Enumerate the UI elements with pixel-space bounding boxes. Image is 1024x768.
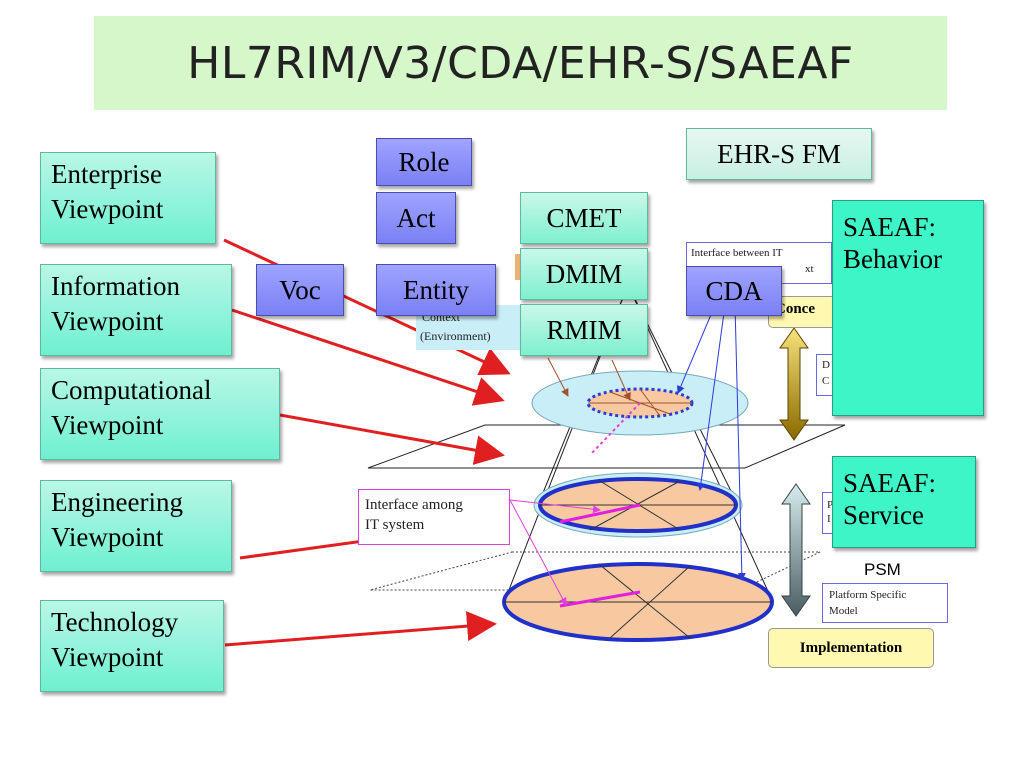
role-box[interactable]: Role (376, 138, 472, 186)
information-viewpoint[interactable]: Information Viewpoint (40, 264, 232, 356)
entity-box[interactable]: Entity (376, 264, 496, 316)
enterprise-viewpoint[interactable]: Enterprise Viewpoint (40, 152, 216, 244)
cmet-box[interactable]: CMET (520, 192, 648, 244)
slide-title: HL7RIM/V3/CDA/EHR-S/SAEAF (187, 37, 854, 89)
engineering-line2: Viewpoint (51, 522, 164, 552)
i-fragment: I (827, 513, 831, 525)
saeaf-behavior-line1: SAEAF: (843, 212, 937, 242)
interface-it-tail: xt (805, 263, 814, 275)
psm-desc-2: Model (829, 605, 858, 617)
saeaf-service-line1: SAEAF: (843, 468, 937, 498)
computational-line1: Computational (51, 375, 212, 405)
act-box[interactable]: Act (376, 192, 456, 244)
psm-desc-1: Platform Specific (829, 589, 907, 601)
context-label-2: (Environment) (420, 329, 491, 343)
concept-double-arrow (779, 327, 809, 441)
engineering-viewpoint[interactable]: Engineering Viewpoint (40, 480, 232, 572)
implementation-double-arrow (781, 483, 811, 617)
interface-among-box: Interface among IT system (358, 489, 510, 545)
ehr-fm-box[interactable]: EHR-S FM (686, 128, 872, 180)
information-line2: Viewpoint (51, 306, 164, 336)
saeaf-service-line2: Service (843, 500, 924, 530)
saeaf-service-box[interactable]: SAEAF: Service (832, 456, 976, 548)
p-fragment: P (827, 499, 834, 511)
interface-among-line2: IT system (365, 517, 425, 533)
d-fragment: D (822, 359, 830, 371)
enterprise-line2: Viewpoint (51, 194, 164, 224)
engineering-line1: Engineering (51, 487, 183, 517)
voc-box[interactable]: Voc (256, 264, 344, 316)
title-bar: HL7RIM/V3/CDA/EHR-S/SAEAF (94, 16, 947, 110)
interface-among-line1: Interface among (365, 497, 463, 513)
concept-label: Conce (775, 301, 815, 317)
rmim-box[interactable]: RMIM (520, 304, 648, 356)
technology-line2: Viewpoint (51, 642, 164, 672)
dmim-box[interactable]: DMIM (520, 248, 648, 300)
technology-viewpoint[interactable]: Technology Viewpoint (40, 600, 224, 692)
saeaf-behavior-box[interactable]: SAEAF: Behavior (832, 200, 984, 416)
information-line1: Information (51, 271, 180, 301)
enterprise-line1: Enterprise (51, 159, 162, 189)
computational-line2: Viewpoint (51, 410, 164, 440)
computational-viewpoint[interactable]: Computational Viewpoint (40, 368, 280, 460)
psm-box: Platform Specific Model (822, 583, 948, 623)
technology-line1: Technology (51, 607, 179, 637)
cda-box[interactable]: CDA (686, 266, 782, 316)
c-fragment: C (822, 375, 830, 387)
interface-it-label: Interface between IT (691, 247, 783, 259)
implementation-box: Implementation (768, 628, 934, 668)
implementation-label: Implementation (799, 639, 903, 656)
psm-label: PSM (864, 560, 901, 579)
saeaf-behavior-line2: Behavior (843, 244, 942, 274)
